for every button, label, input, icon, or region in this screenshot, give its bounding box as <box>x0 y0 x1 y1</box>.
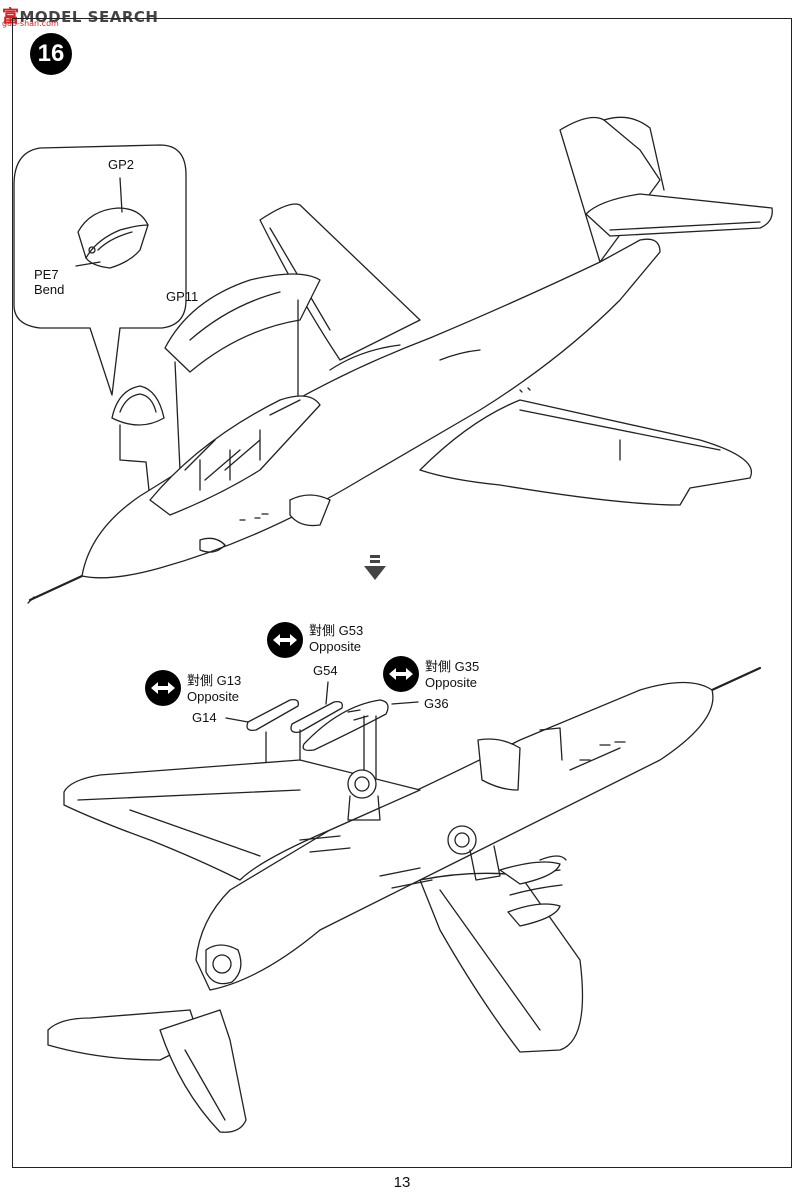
lower-aircraft <box>47 666 762 1133</box>
watermark-url: gao-shan.com <box>2 19 59 28</box>
label-gp11: GP11 <box>166 289 199 304</box>
upper-aircraft <box>27 116 773 604</box>
label-g36: G36 <box>424 696 449 711</box>
label-g13-opposite: 對側 G13 <box>187 673 242 688</box>
label-g54: G54 <box>313 663 338 678</box>
label-opposite-en: Opposite <box>309 639 362 654</box>
opposite-side-icon <box>267 622 303 658</box>
label-opposite-en: Opposite <box>187 689 240 704</box>
label-bend: Bend <box>34 282 65 297</box>
opposite-side-icon <box>145 670 181 706</box>
watermark-logo-char: 富 <box>2 7 20 27</box>
step-number-badge: 16 <box>30 33 72 75</box>
label-g53-opposite: 對側 G53 <box>309 623 364 638</box>
watermark: 富MODEL SEARCH gao-shan.com <box>2 2 159 28</box>
watermark-brand: MODEL SEARCH <box>19 8 159 26</box>
small-parts <box>225 681 419 799</box>
label-gp2: GP2 <box>108 157 135 172</box>
label-g35-opposite: 對側 G35 <box>425 659 480 674</box>
label-g14: G14 <box>192 710 217 725</box>
label-pe7: PE7 <box>34 267 59 282</box>
inset-callout <box>13 144 187 396</box>
page-number: 13 <box>393 1174 411 1191</box>
sequence-arrow <box>364 555 386 580</box>
label-opposite-en: Opposite <box>425 675 478 690</box>
opposite-side-icon <box>383 656 419 692</box>
page-frame <box>12 18 792 1168</box>
